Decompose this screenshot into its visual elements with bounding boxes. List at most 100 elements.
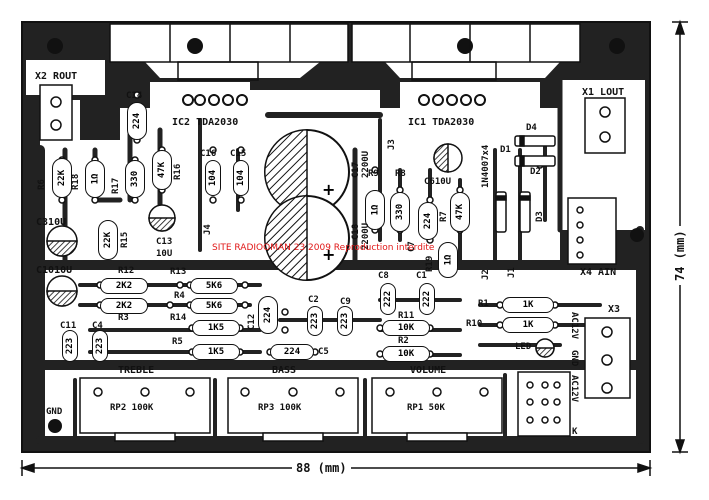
volume-label: VOLUME — [410, 365, 447, 376]
resistor-r18: 1Ω — [85, 160, 105, 198]
resistor-r16: 47K — [152, 150, 172, 190]
resistor-r6: 22K — [52, 158, 72, 198]
cap-c8: 222 — [380, 283, 396, 315]
heatsink-outlines — [109, 23, 581, 81]
c6-label: C610U — [424, 178, 451, 187]
j2-label: J2 — [481, 269, 491, 280]
r4-label: R4 — [174, 291, 185, 301]
gnd-label: GND — [46, 407, 63, 417]
resistor-r7: 47K — [450, 192, 470, 232]
c15-value: 104 — [236, 169, 247, 187]
x1-label: X1 LOUT — [582, 87, 625, 98]
r5-value: 1K5 — [207, 347, 225, 357]
c8-label: C8 — [378, 271, 389, 281]
c1-label: C1 — [416, 271, 427, 281]
c10-label: C1010U — [36, 266, 72, 276]
r1-label: R1 — [478, 299, 489, 309]
ic-pads — [182, 94, 486, 106]
resistor-r12: 2K2 — [100, 278, 148, 294]
resistor-r3: 2K2 — [100, 298, 148, 314]
ic2-label: IC2 TDA2030 — [172, 117, 239, 128]
c6-value: 10U — [434, 177, 452, 187]
height-dimension-label: 74 (mm) — [673, 226, 687, 285]
r14-label: R14 — [170, 313, 187, 323]
cap-c16: 104 — [205, 160, 221, 196]
c4-value: 223 — [95, 337, 106, 355]
x2-label: X2 ROUT — [35, 71, 78, 82]
c13-value-label: 10U — [156, 249, 173, 259]
led-label: LED — [515, 342, 532, 352]
c9-label: C9 — [340, 297, 351, 307]
c11-value: 223 — [65, 337, 76, 355]
resistor-r14: 1K5 — [192, 320, 240, 336]
c18-label: C18 — [351, 223, 361, 240]
d1-label: D1 — [500, 145, 511, 155]
r16-label: R16 — [173, 163, 183, 180]
diode-type-label: 1N4007x4 — [481, 144, 491, 188]
resistor-r5: 1K5 — [192, 344, 240, 360]
c16-label: C16 — [200, 149, 217, 159]
c1-value: 222 — [422, 290, 433, 308]
d2-label: D2 — [530, 167, 541, 177]
mounting-holes — [47, 38, 644, 433]
c5-value: 224 — [283, 347, 301, 357]
r16-value: 47K — [156, 161, 167, 179]
r14-value: 1K5 — [207, 323, 225, 333]
r2-value: 10K — [397, 349, 415, 359]
cap-c15: 104 — [233, 160, 249, 196]
c13-label: C13 — [156, 237, 173, 247]
c3-label: C310U — [36, 218, 66, 228]
svg-text:+: + — [322, 180, 335, 199]
j3-label: J3 — [387, 139, 397, 150]
r3-value: 2K2 — [115, 301, 133, 311]
r1-value: 1K — [522, 300, 534, 310]
resistor-r11: 10K — [382, 320, 430, 336]
resistor-r1: 1K — [502, 297, 554, 313]
d4-label: D4 — [526, 123, 537, 133]
resistor-c14: 224 — [127, 102, 147, 140]
c12-value: 224 — [262, 306, 273, 324]
r6-label: R6 — [37, 179, 47, 190]
r8-value: 330 — [394, 203, 405, 221]
resistor-r19: 1Ω — [438, 242, 458, 278]
cap-c2: 223 — [307, 306, 323, 336]
r15-value: 22K — [102, 231, 113, 249]
r6-value: 22K — [56, 169, 67, 187]
potentiometers — [79, 377, 503, 442]
c10-name: C10 — [36, 265, 55, 276]
gnd-ac-label: GND — [569, 350, 579, 367]
resistor-r15: 22K — [98, 220, 118, 260]
c2-label: C2 — [308, 295, 319, 305]
cap-c9: 223 — [337, 306, 353, 336]
rp3-label: RP3 100K — [258, 403, 302, 413]
rp2-label: RP2 100K — [110, 403, 154, 413]
r8-label: R8 — [395, 169, 406, 179]
c12-label: C12 — [247, 313, 257, 330]
c3-value: 10U — [48, 217, 67, 228]
resistor-r2: 10K — [382, 346, 430, 362]
r10-value: 1K — [522, 320, 534, 330]
x3-label: X3 — [608, 304, 621, 315]
c5-label: C5 — [318, 347, 329, 357]
r5-label: R5 — [172, 337, 183, 347]
resistor-c12: 224 — [258, 296, 278, 334]
r9-label: R9 — [368, 169, 379, 179]
watermark: SITE RADIOOMAN 23 2009 Reproduction inte… — [212, 243, 435, 253]
ic1-label: IC1 TDA2030 — [408, 117, 475, 128]
x4-label: X4 AIN — [580, 267, 617, 278]
treble-label: TREBLE — [118, 365, 155, 376]
resistor-r4: 5K6 — [190, 298, 238, 314]
svg-text:+: + — [322, 245, 335, 264]
r7-value: 47K — [454, 203, 465, 221]
resistor-r9: 1Ω — [365, 190, 385, 230]
r11-label: R11 — [398, 311, 415, 321]
resistor-c7: 224 — [418, 202, 438, 240]
r17-value: 330 — [129, 170, 140, 188]
r19-label: R19 — [425, 255, 435, 272]
c14-label: C14 — [126, 91, 143, 101]
k-label: K — [572, 427, 578, 437]
resistor-c5: 224 — [270, 344, 314, 360]
d3-label: D3 — [535, 211, 545, 222]
c2-value: 223 — [310, 312, 321, 330]
